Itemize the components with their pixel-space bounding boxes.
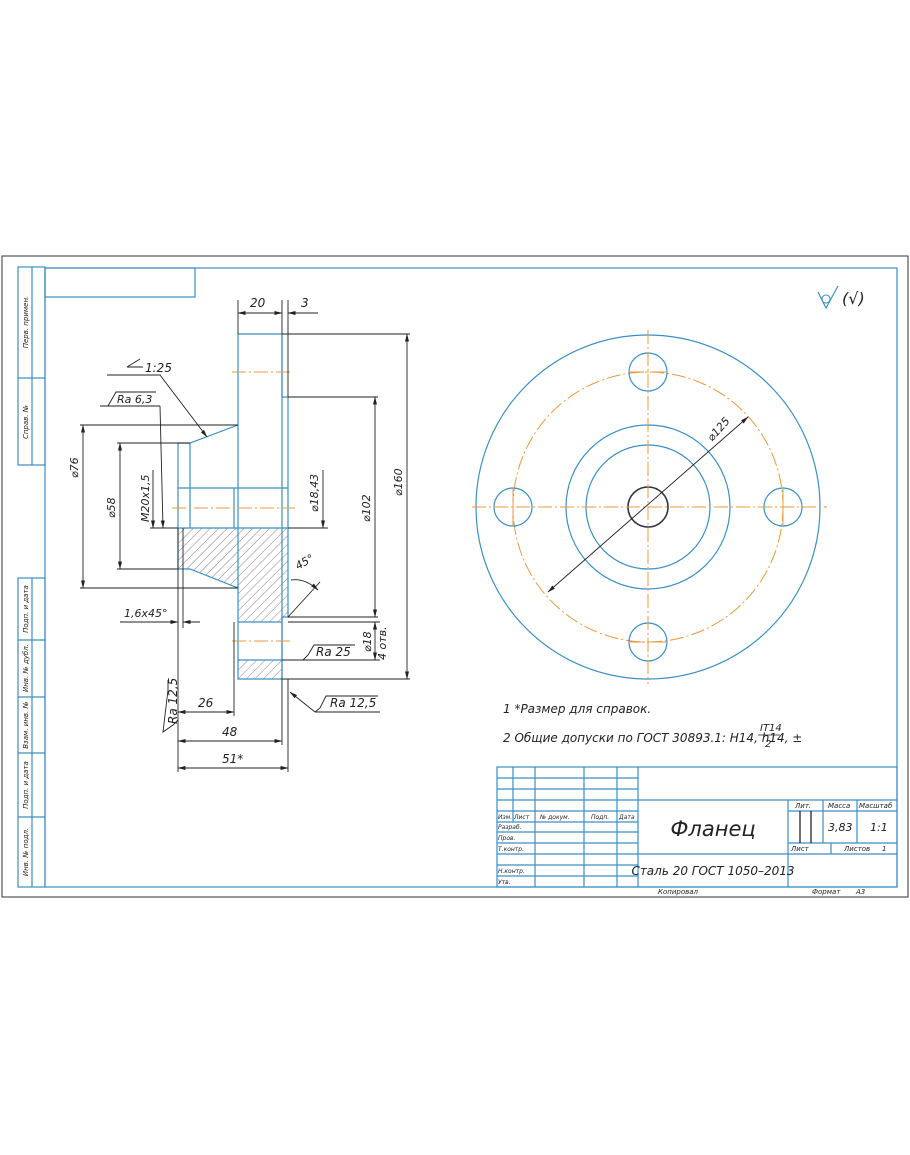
dim-d18: ⌀18: [361, 631, 374, 652]
side-strip: Перв. примен. Справ. № Подп. и дата Инв.…: [17, 266, 46, 888]
copied-label: Копировал: [658, 888, 699, 896]
format-label: Формат: [812, 888, 841, 896]
mass-label: Масса: [828, 802, 850, 810]
part-name: Фланец: [670, 817, 755, 841]
dim-bolt-circle: ⌀125: [705, 415, 733, 444]
dim-chamfer: 1,6x45°: [124, 607, 168, 620]
roughness-ra-12-5-right: Ra 12,5: [330, 696, 376, 710]
dim-51: 51*: [222, 752, 243, 766]
top-left-box: [44, 267, 196, 298]
tb-role: Н.контр.: [498, 868, 525, 875]
note-fraction-denominator: 2: [765, 739, 771, 750]
note-fraction-numerator: IT14: [760, 723, 782, 734]
side-label: Взам. инв. №: [22, 701, 30, 749]
roughness-other-text: (√): [842, 289, 865, 308]
front-view: ⌀125: [472, 330, 827, 684]
scale-value: 1:1: [870, 821, 888, 834]
dim-holes: 4 отв.: [376, 626, 389, 660]
side-label: Инв. № дубл.: [22, 644, 30, 692]
title-block: Изм. Лист № докум. Подп. Дата Разраб. Пр…: [496, 766, 898, 896]
roughness-symbol: (√): [817, 285, 865, 310]
side-label: Подп. и дата: [22, 761, 30, 809]
tb-role: Утв.: [498, 879, 511, 886]
tb-role: Пров.: [498, 835, 516, 842]
tb-header: Лист: [513, 814, 530, 821]
sheet-border: [1, 255, 909, 898]
drawing-frame: [44, 267, 898, 888]
roughness-ra-25: Ra 25: [316, 645, 351, 659]
dim-taper: 1:25: [145, 361, 172, 375]
dim-26: 26: [198, 696, 214, 710]
sheets-value: 1: [882, 845, 886, 853]
tb-header: Изм.: [498, 814, 512, 821]
roughness-ra-12-5-left: Ra 12,5: [166, 678, 180, 724]
dim-d160: ⌀160: [392, 468, 405, 496]
dim-angle-45: 45°: [293, 552, 316, 573]
sheets-label: Листов: [843, 845, 870, 853]
dim-d58: ⌀58: [105, 497, 118, 518]
format-value: А3: [855, 888, 865, 896]
side-label: Справ. №: [22, 405, 30, 439]
lit-label: Лит.: [794, 802, 811, 810]
side-label: Подп. и дата: [22, 585, 30, 633]
note-1: 1 *Размер для справок.: [503, 702, 651, 716]
dim-d18-43: ⌀18,43: [308, 474, 321, 512]
tb-header: Подп.: [591, 814, 609, 821]
tb-role: Разраб.: [498, 824, 522, 831]
note-2: 2 Общие допуски по ГОСТ 30893.1: H14, h1…: [503, 731, 802, 745]
tb-header: Дата: [618, 814, 635, 821]
dim-3: 3: [301, 296, 309, 310]
dim-thread: M20x1,5: [139, 475, 152, 523]
tb-header: № докум.: [539, 814, 570, 821]
side-label: Перв. примен.: [22, 296, 30, 349]
side-label: Инв. № подл.: [22, 828, 30, 876]
sheet-label: Лист: [790, 845, 810, 853]
dim-20: 20: [250, 296, 266, 310]
dim-48: 48: [222, 725, 238, 739]
material: Сталь 20 ГОСТ 1050–2013: [631, 864, 794, 878]
section-view: 20 3 1:25 Ra 6,3 ⌀76 ⌀58 M20x1,5 ⌀18,43 …: [68, 296, 410, 772]
tb-role: Т.контр.: [498, 846, 524, 853]
scale-label: Масштаб: [859, 802, 893, 810]
roughness-ra-6-3: Ra 6,3: [117, 393, 152, 406]
dim-d76: ⌀76: [68, 457, 81, 478]
dim-d102: ⌀102: [360, 494, 373, 522]
mass-value: 3,83: [828, 821, 853, 834]
